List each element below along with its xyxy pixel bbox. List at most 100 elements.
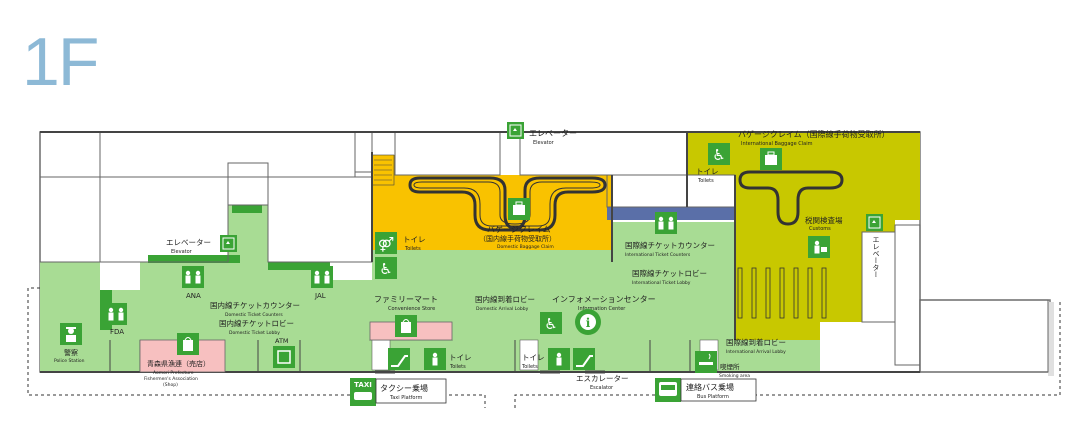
dom-arrival-label: 国内線到着ロビー <box>475 294 535 304</box>
dom-ticket-counter-label-en: Domestic Ticket Counters <box>225 312 283 318</box>
toilet-intl-label: トイレ <box>696 167 719 176</box>
bus-label: 連絡バス乗場 <box>686 382 734 392</box>
atm-icon <box>273 346 295 368</box>
escalator-icon <box>573 348 595 370</box>
svg-text:♿: ♿ <box>544 315 557 333</box>
info-center-label: インフォメーションセンター <box>552 295 656 304</box>
floor-title: 1F <box>22 24 99 100</box>
svg-text:♿: ♿ <box>712 146 725 164</box>
toilet-intl-label-en: Toilets <box>697 178 714 184</box>
toilet-right-label: トイレ <box>522 353 545 362</box>
elevator-icon <box>220 235 237 252</box>
dom-ticket-counter-label: 国内線チケットカウンター <box>210 300 300 310</box>
fda-label: FDA <box>110 328 124 336</box>
intl-ticket-lobby-label: 国際線チケットロビー <box>632 268 707 278</box>
taxi-label-en: Taxi Platform <box>389 395 422 401</box>
elevator-top-label: エレベーター <box>529 129 577 138</box>
shop-label-en-3: (Shop) <box>163 382 178 388</box>
customs-icon <box>808 236 830 258</box>
svg-text:♿: ♿ <box>379 260 392 278</box>
bus-label-box <box>680 378 757 402</box>
stairs-pattern <box>374 159 392 181</box>
taxi-badge-label: TAXI <box>354 381 372 389</box>
shopping-bag-icon <box>395 315 417 337</box>
taxi-label-box <box>375 378 447 404</box>
ticket-counter-icon <box>105 303 127 325</box>
dom-ticket-lobby-label: 国内線チケットロビー <box>219 318 294 328</box>
toilet-mid-label-en: Toilets <box>404 246 421 252</box>
toilet-left-label: トイレ <box>449 353 472 362</box>
corridor-green-center <box>372 250 612 275</box>
dom-ticket-lobby-label-en: Domestic Ticket Lobby <box>229 330 280 336</box>
police-label: 警察 <box>64 348 78 357</box>
family-mart-label-en: Convenience Store <box>388 306 435 312</box>
smoking-icon <box>695 351 717 373</box>
intl-baggage-label: バゲージクレイム（国際線手荷物受取所） <box>738 129 890 139</box>
luggage-icon <box>508 198 530 220</box>
shop-label-en-2: Fishermen's Association <box>144 376 198 382</box>
customs-label: 税関検査場 <box>805 215 843 225</box>
intl-ticket-counter-label-en: International Ticket Counters <box>625 252 691 258</box>
ana-label: ANA <box>186 292 201 300</box>
toilet-icon <box>424 348 446 370</box>
escalator-label-en: Escalator <box>590 385 614 391</box>
shopping-bag-icon <box>177 333 199 355</box>
information-icon: i <box>575 309 601 335</box>
elevator-left-label: エレベーター <box>166 238 211 247</box>
elevator-top-label-en: Elevator <box>533 140 555 146</box>
ticket-counter-icon <box>655 212 677 234</box>
police-icon <box>60 323 82 345</box>
wheelchair-icon: ♿ <box>375 257 397 279</box>
smoking-label-en: Smoking area <box>719 373 750 379</box>
jal-label: JAL <box>314 292 326 300</box>
customs-label-en: Customs <box>809 226 831 232</box>
family-mart-label: ファミリーマート <box>374 295 438 304</box>
elevator-icon <box>507 122 524 139</box>
walkway-dashed <box>27 287 1061 408</box>
info-center-label-en: Information Center <box>578 306 626 312</box>
intl-carousel <box>738 170 844 226</box>
ticket-counter-icon <box>182 266 204 288</box>
escalator-label: エスカレーター <box>576 374 629 383</box>
intl-ticket-counter-label: 国際線チケットカウンター <box>625 240 715 250</box>
taxi-label: タクシー乗場 <box>380 383 428 393</box>
svg-text:⚤: ⚤ <box>378 237 394 253</box>
dom-baggage-label: バゲージクレイム <box>487 224 551 234</box>
intl-ticket-lobby-label-en: International Ticket Lobby <box>632 280 691 286</box>
police-label-en: Police Station <box>54 358 85 364</box>
toilet-mid-label: トイレ <box>403 235 426 244</box>
wheelchair-icon: ♿ <box>540 312 562 334</box>
bus-label-en: Bus Platform <box>697 394 729 400</box>
bus-icon <box>655 378 681 402</box>
elevator-icon <box>866 214 883 231</box>
svg-text:i: i <box>586 316 591 330</box>
toilet-right-label-en: Toilets <box>521 364 538 370</box>
customs-lanes <box>737 267 827 319</box>
shop-label: 青森県漁連（売店） <box>147 359 210 368</box>
luggage-icon <box>760 148 782 170</box>
toilet-icon: ⚤ <box>375 232 397 254</box>
counter-band-jal <box>268 262 330 270</box>
escalator-icon <box>388 348 410 370</box>
counter-band-top <box>232 205 262 213</box>
elevator-right-label: エレベーター <box>872 236 880 278</box>
wheelchair-icon: ♿ <box>708 143 730 165</box>
toilet-icon <box>548 348 570 370</box>
counter-band-ana <box>148 255 240 263</box>
dom-arrival-label-en: Domestic Arrival Lobby <box>476 306 529 312</box>
intl-arrival-label: 国際線到着ロビー <box>726 337 786 347</box>
smoking-label: 喫煙所 <box>720 362 740 371</box>
ticket-counter-icon <box>311 266 333 288</box>
intl-baggage-label-en: International Baggage Claim <box>741 141 813 147</box>
dom-baggage-label-2: （国内線手荷物受取所） <box>479 234 556 243</box>
toilet-left-label-en: Toilets <box>449 364 466 370</box>
dom-baggage-label-en: Domestic Baggage Claim <box>497 244 554 250</box>
domestic-carousel <box>408 176 607 232</box>
atm-label: ATM <box>275 337 289 345</box>
shop-label-en-1: Aomori Prefecture <box>153 370 194 376</box>
taxi-icon: TAXI <box>350 378 376 406</box>
domestic-carousel-inner <box>413 181 601 227</box>
elevator-left-label-en: Elevator <box>171 249 193 255</box>
intl-arrival-label-en: International Arrival Lobby <box>726 349 786 355</box>
